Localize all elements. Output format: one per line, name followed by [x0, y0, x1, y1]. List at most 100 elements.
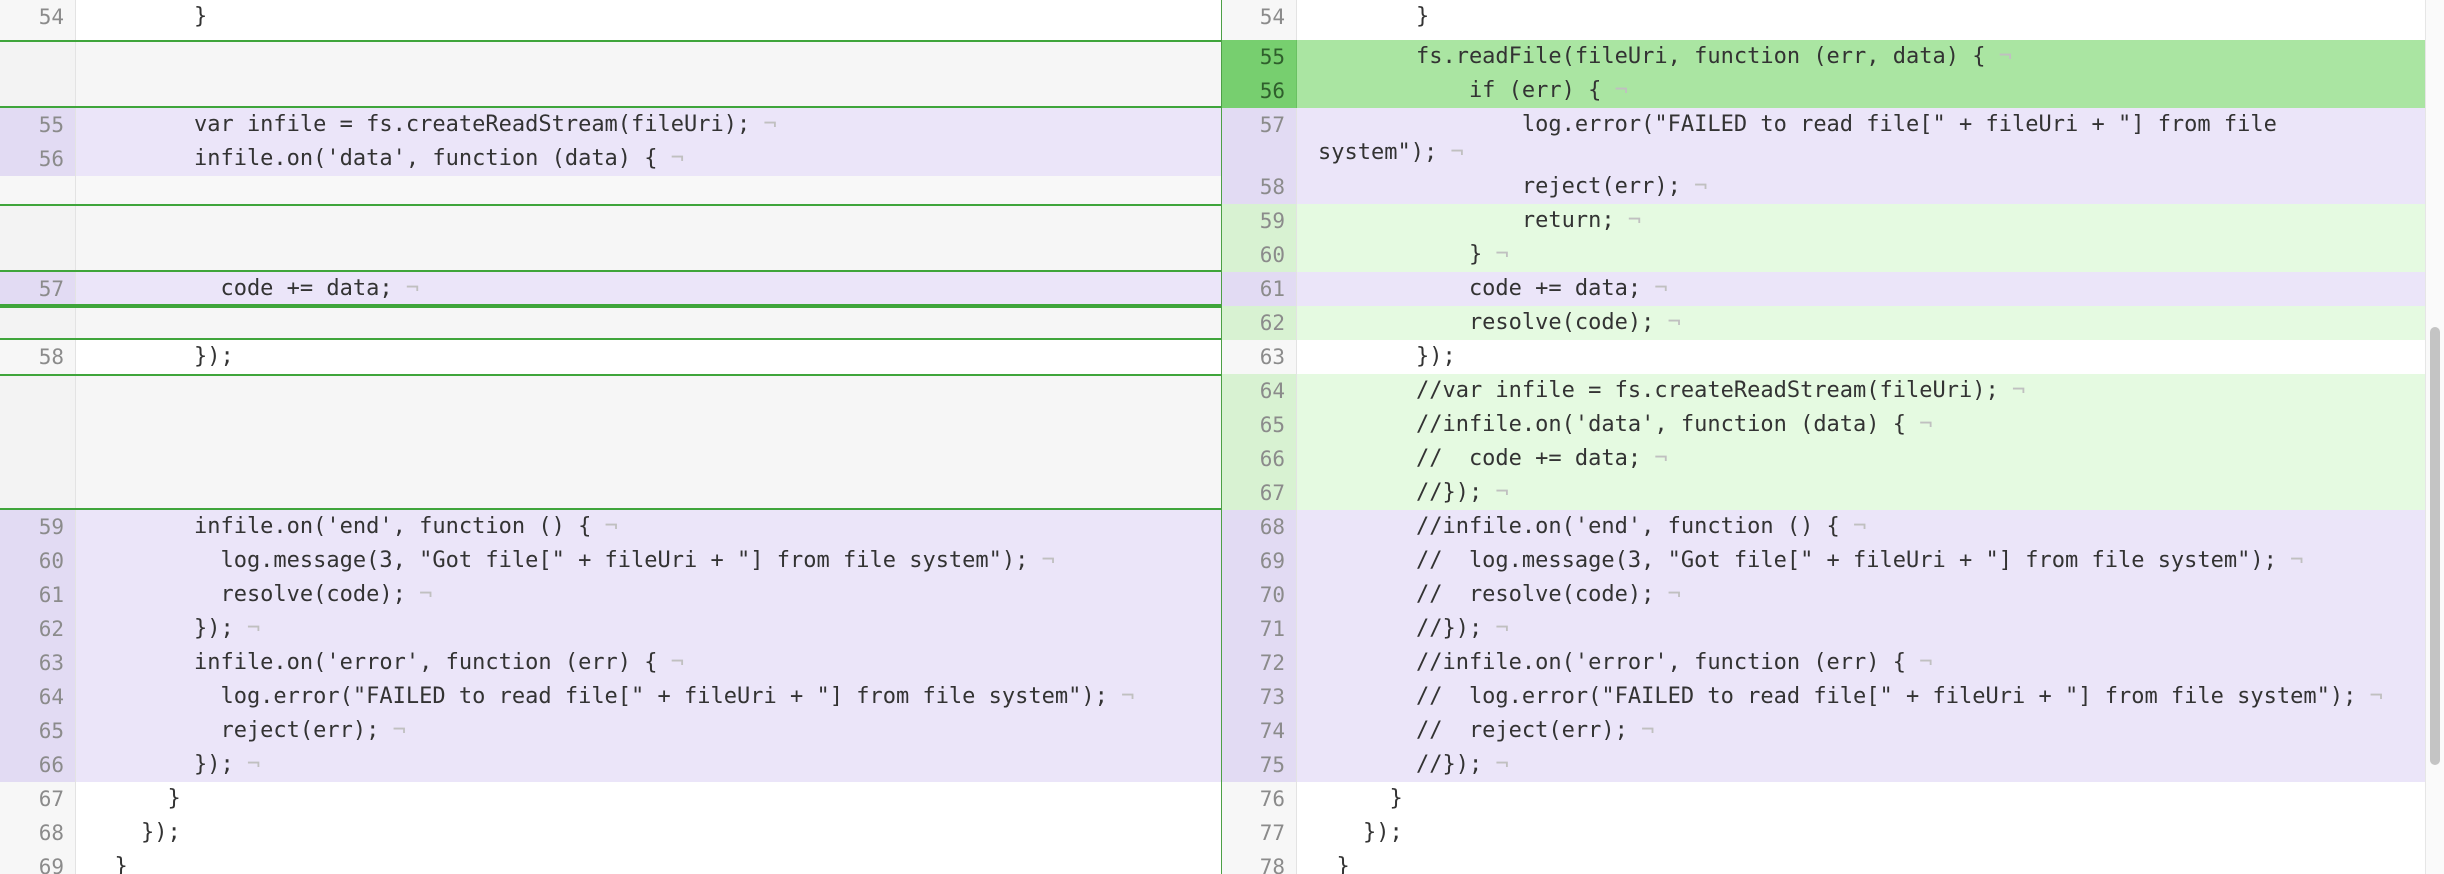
code-line[interactable]: //}); ¬ — [1310, 476, 1509, 510]
code-text: }); — [88, 752, 234, 777]
line-number: 67 — [38, 787, 64, 811]
code-line[interactable]: }); — [88, 820, 181, 845]
code-line[interactable]: var infile = fs.createReadStream(fileUri… — [88, 108, 777, 142]
pilcrow-icon: ¬ — [405, 276, 420, 301]
right-changed-block: 57 58 log.error("FAILED to read file[" +… — [1222, 108, 2425, 204]
code-line[interactable]: } — [1310, 854, 1350, 874]
code-line[interactable]: } ¬ — [1310, 238, 1509, 272]
pilcrow-icon: ¬ — [419, 582, 433, 607]
line-number: 66 — [38, 753, 64, 777]
pilcrow-icon: ¬ — [1495, 480, 1509, 505]
code-line[interactable]: }); ¬ — [88, 748, 260, 782]
code-line[interactable]: infile.on('error', function (err) { ¬ — [88, 646, 684, 680]
code-line[interactable]: resolve(code); ¬ — [1310, 306, 1681, 340]
code-line[interactable]: //infile.on('end', function () { ¬ — [1310, 510, 1866, 544]
right-row: 77 }); — [1222, 816, 2425, 850]
line-gutter: 63 — [1222, 340, 1297, 374]
code-line[interactable]: // resolve(code); ¬ — [1310, 578, 1681, 612]
code-line[interactable]: // log.message(3, "Got file[" + fileUri … — [1310, 544, 2303, 578]
code-line[interactable]: //}); ¬ — [1310, 612, 1509, 646]
code-line-wrap[interactable]: system"); ¬ — [1318, 136, 1464, 170]
code-line[interactable]: // log.error("FAILED to read file[" + fi… — [1310, 680, 2383, 714]
code-text: // log.error("FAILED to read file[" + fi… — [1310, 684, 2357, 709]
right-changed-block: 68 69 70 71 72 73 74 75 //infile.on('end… — [1222, 510, 2425, 782]
code-line[interactable]: log.error("FAILED to read file[" + fileU… — [1310, 108, 2277, 142]
line-number: 68 — [38, 821, 64, 845]
code-line[interactable]: } — [1310, 786, 1403, 811]
code-line[interactable]: return; ¬ — [1310, 204, 1641, 238]
line-number: 69 — [38, 855, 64, 874]
code-line[interactable]: // reject(err); ¬ — [1310, 714, 1654, 748]
code-line[interactable]: log.error("FAILED to read file[" + fileU… — [88, 680, 1134, 714]
code-line[interactable]: // code += data; ¬ — [1310, 442, 1668, 476]
left-row: 54 } — [0, 0, 1222, 40]
pilcrow-icon: ¬ — [1654, 276, 1668, 301]
code-line[interactable]: } — [1310, 4, 1430, 29]
pilcrow-icon: ¬ — [2290, 548, 2304, 573]
line-gutter: 54 — [1222, 0, 1297, 40]
left-changed-block: 59 60 61 62 63 64 65 66 infile.on('end',… — [0, 510, 1222, 782]
pilcrow-icon: ¬ — [1041, 548, 1055, 573]
code-line[interactable]: }); — [1310, 344, 1456, 369]
code-line[interactable]: }); — [88, 344, 234, 369]
code-line[interactable]: //var infile = fs.createReadStream(fileU… — [1310, 374, 2025, 408]
vertical-scrollbar[interactable] — [2425, 0, 2444, 874]
code-line[interactable]: code += data; ¬ — [88, 272, 419, 306]
code-line[interactable]: //}); ¬ — [1310, 748, 1509, 782]
code-line[interactable]: infile.on('end', function () { ¬ — [88, 510, 618, 544]
pilcrow-icon: ¬ — [246, 616, 261, 641]
code-line[interactable]: } — [88, 854, 128, 874]
code-text: log.message(3, "Got file[" + fileUri + "… — [88, 548, 1029, 573]
line-gutter: 55 56 — [1222, 40, 1297, 108]
line-number: 71 — [1259, 617, 1285, 641]
left-placeholder — [0, 374, 1222, 510]
right-row: 78 } — [1222, 850, 2425, 874]
pilcrow-icon: ¬ — [1667, 582, 1681, 607]
line-number: 65 — [38, 719, 64, 743]
line-gutter: 59 60 61 62 63 64 65 66 — [0, 510, 76, 782]
code-line[interactable]: infile.on('data', function (data) { ¬ — [88, 142, 684, 176]
pilcrow-icon: ¬ — [1998, 44, 2013, 69]
code-line[interactable]: //infile.on('error', function (err) { ¬ — [1310, 646, 1933, 680]
code-line[interactable]: code += data; ¬ — [1310, 272, 1668, 306]
code-text: log.error("FAILED to read file[" + fileU… — [88, 684, 1108, 709]
code-line[interactable]: reject(err); ¬ — [1310, 170, 1707, 204]
line-number: 72 — [1259, 651, 1285, 675]
code-text: // resolve(code); — [1310, 582, 1655, 607]
code-text: infile.on('error', function (err) { — [88, 650, 658, 675]
line-number: 58 — [38, 345, 64, 369]
line-gutter: 68 — [0, 816, 76, 850]
code-text: resolve(code); — [88, 582, 406, 607]
code-line[interactable]: } — [88, 786, 181, 811]
line-number: 62 — [1259, 311, 1285, 335]
scrollbar-thumb[interactable] — [2430, 327, 2440, 765]
pilcrow-icon: ¬ — [1667, 310, 1681, 335]
code-line[interactable]: resolve(code); ¬ — [88, 578, 432, 612]
code-line[interactable]: fs.readFile(fileUri, function (err, data… — [1310, 40, 2012, 74]
code-text: if (err) { — [1310, 78, 1602, 103]
right-row: 63 }); — [1222, 340, 2425, 374]
left-row: 68 }); — [0, 816, 1222, 850]
right-added-block: 64 65 66 67 //var infile = fs.createRead… — [1222, 374, 2425, 510]
code-text: infile.on('data', function (data) { — [88, 146, 658, 171]
left-pane: 54 } 55 56 var infile = fs.createReadStr… — [0, 0, 1222, 874]
code-line[interactable]: log.message(3, "Got file[" + fileUri + "… — [88, 544, 1055, 578]
code-text: // log.message(3, "Got file[" + fileUri … — [1310, 548, 2277, 573]
code-line[interactable]: if (err) { ¬ — [1310, 74, 1628, 108]
left-changed-block: 55 56 var infile = fs.createReadStream(f… — [0, 108, 1222, 176]
code-text: //}); — [1310, 616, 1483, 641]
right-added-block: 55 56 fs.readFile(fileUri, function (err… — [1222, 40, 2425, 108]
code-line[interactable]: //infile.on('data', function (data) { ¬ — [1310, 408, 1933, 442]
code-text: return; — [1310, 208, 1615, 233]
line-gutter: 59 60 — [1222, 204, 1297, 272]
code-text: } — [1310, 242, 1483, 267]
line-number: 67 — [1259, 481, 1285, 505]
right-row: 54 } — [1222, 0, 2425, 40]
line-number: 64 — [1259, 379, 1285, 403]
code-line[interactable]: }); — [1310, 820, 1403, 845]
line-number: 56 — [1259, 79, 1285, 103]
code-line[interactable]: reject(err); ¬ — [88, 714, 405, 748]
code-line[interactable]: } — [88, 4, 208, 29]
line-gutter — [0, 376, 76, 508]
code-line[interactable]: }); ¬ — [88, 612, 260, 646]
